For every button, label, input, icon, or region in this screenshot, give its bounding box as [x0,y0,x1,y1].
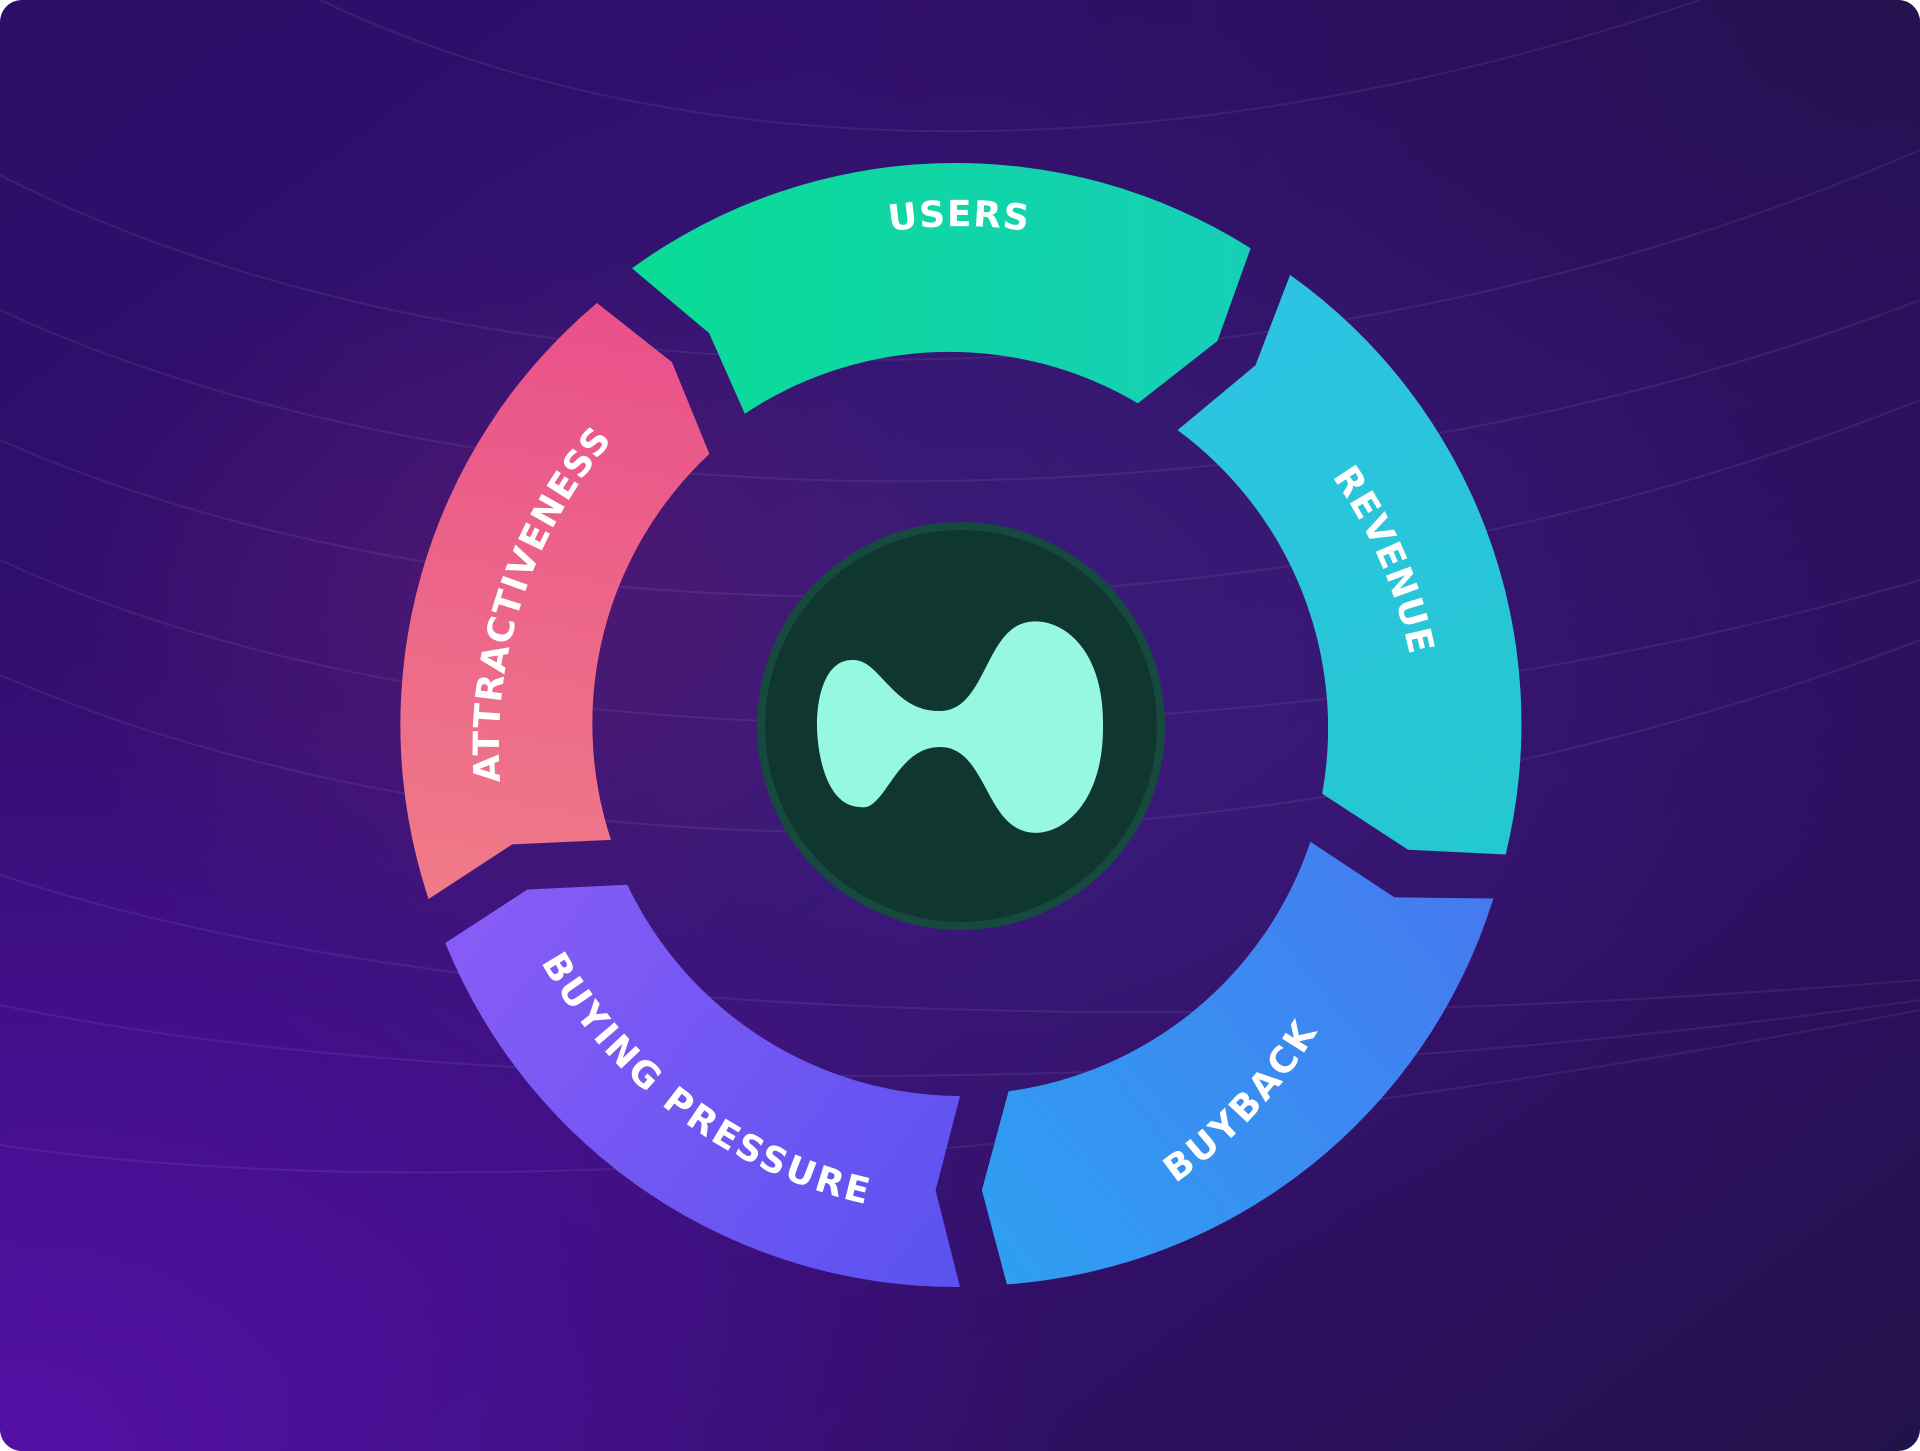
label-users-text: USERS [886,194,1032,240]
segment-revenue [1177,274,1522,855]
segment-attractiveness [400,303,710,899]
hourglass-wave-logo-icon [817,621,1104,833]
background-contour-lines [0,0,1920,1172]
ring-segments [400,162,1522,1288]
center-logo [757,522,1165,930]
segment-buying-pressure [445,884,960,1288]
segment-users [632,162,1251,414]
segment-buyback [981,841,1494,1285]
label-users: USERS [886,194,1034,240]
